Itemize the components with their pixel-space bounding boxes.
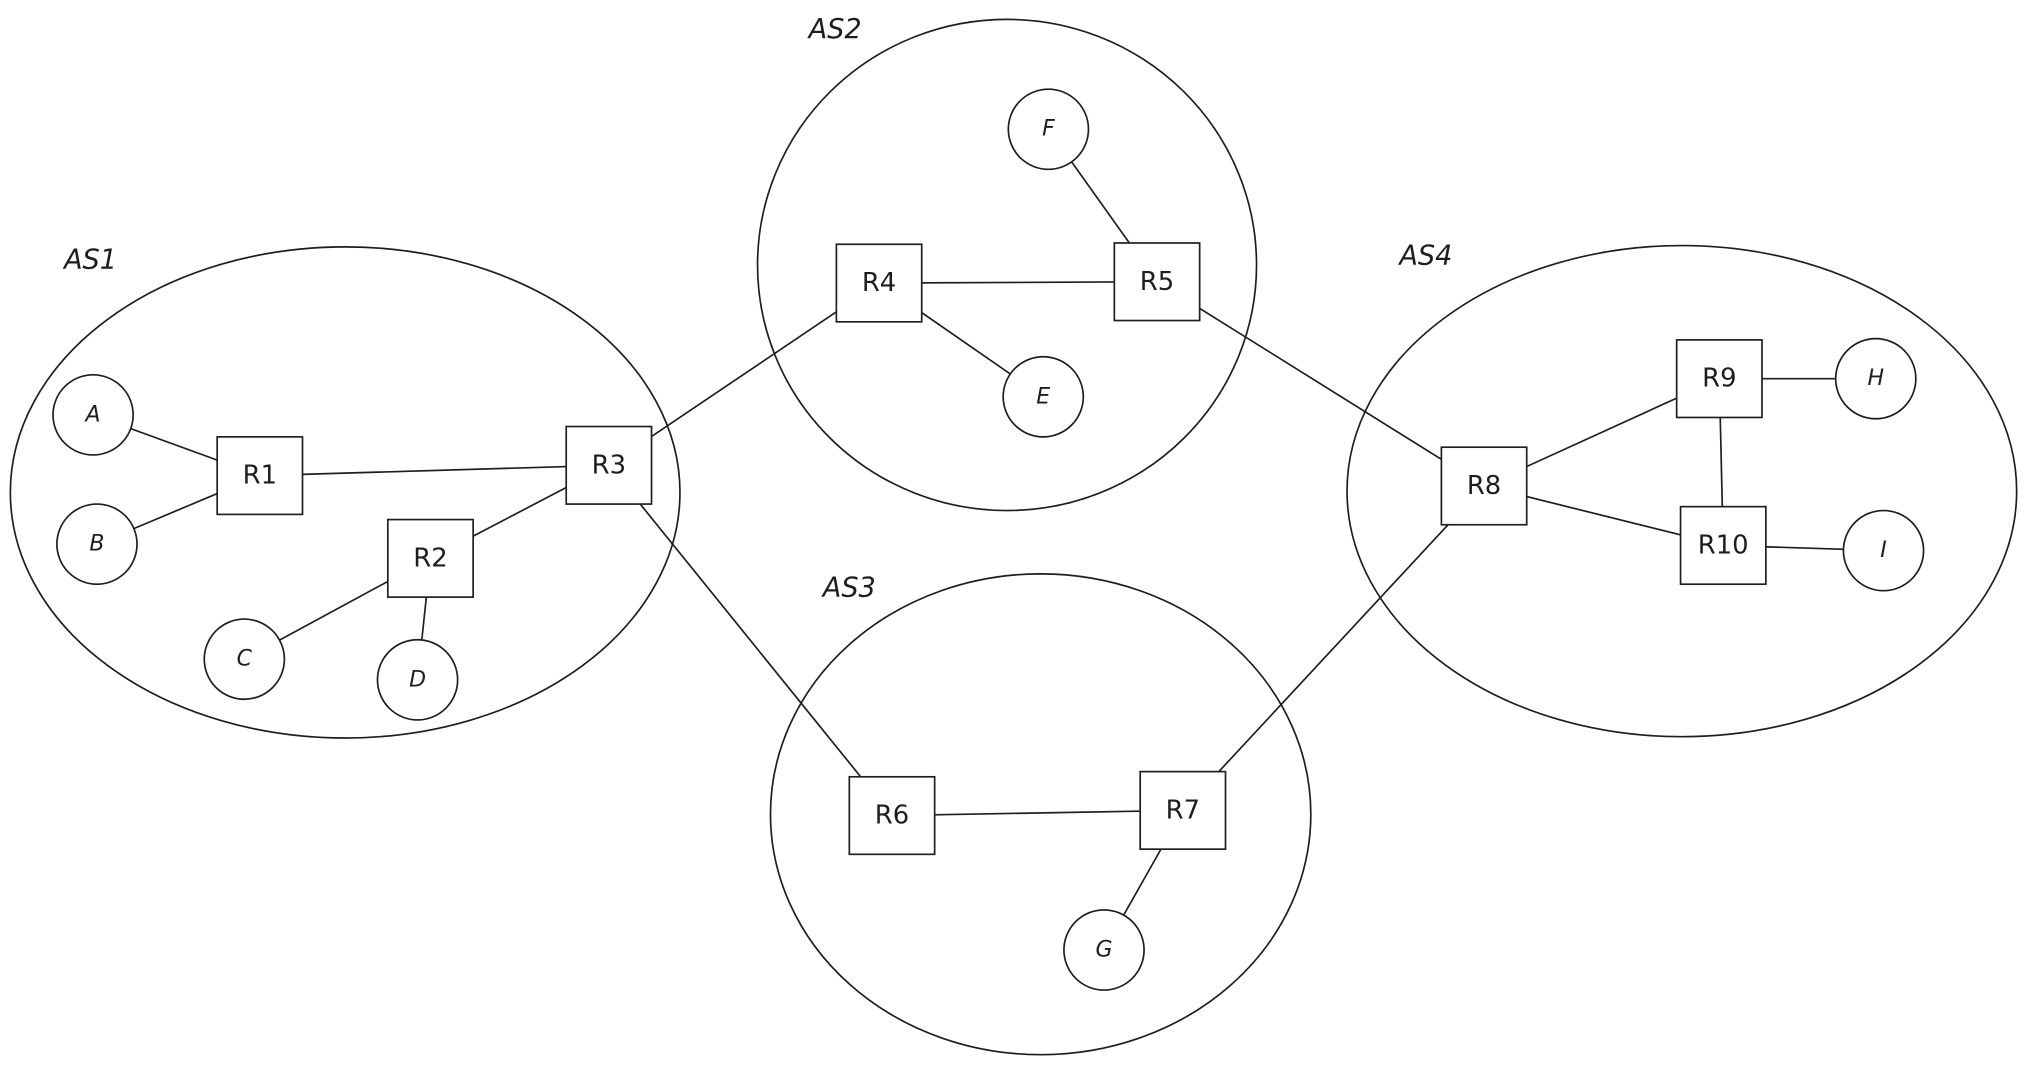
router-r7[interactable]: R7 xyxy=(1139,770,1227,850)
router-r10[interactable]: R10 xyxy=(1679,505,1767,586)
host-label: I xyxy=(1880,538,1886,563)
host-f[interactable]: F xyxy=(1007,88,1090,171)
as-boundary-ellipse xyxy=(9,246,681,739)
router-icon xyxy=(386,518,474,598)
router-icon xyxy=(216,436,304,516)
host-label: H xyxy=(1867,366,1884,391)
host-icon xyxy=(1007,88,1090,171)
link-r4-r5 xyxy=(879,280,1157,284)
host-icon xyxy=(52,373,134,456)
host-icon xyxy=(1063,909,1145,991)
host-label: A xyxy=(84,402,101,427)
link-r1-r3 xyxy=(259,464,609,477)
host-label: D xyxy=(409,667,426,692)
router-r8[interactable]: R8 xyxy=(1440,446,1528,526)
router-icon xyxy=(835,243,923,323)
as-label: AS2 xyxy=(807,14,862,45)
router-label: R8 xyxy=(1467,471,1501,501)
as-label: AS3 xyxy=(821,573,876,604)
router-icon xyxy=(1675,339,1763,419)
host-label: G xyxy=(1095,937,1112,962)
host-b[interactable]: B xyxy=(56,503,138,586)
link-r3-r4 xyxy=(608,282,880,466)
host-h[interactable]: H xyxy=(1834,337,1917,420)
router-label: R4 xyxy=(862,268,896,298)
router-label: R2 xyxy=(413,543,447,573)
router-label: R6 xyxy=(875,801,909,831)
host-label: E xyxy=(1036,384,1050,409)
router-r9[interactable]: R9 xyxy=(1675,339,1763,419)
host-e[interactable]: E xyxy=(1002,355,1085,438)
host-icon xyxy=(376,638,459,721)
link-r5-r8 xyxy=(1156,281,1485,487)
host-g[interactable]: G xyxy=(1063,909,1145,991)
router-icon xyxy=(1139,770,1227,850)
as-boundary-ellipse xyxy=(1346,244,2018,738)
as-boundary-ellipse xyxy=(769,573,1312,1056)
host-i[interactable]: I xyxy=(1842,509,1925,592)
router-icon xyxy=(1113,242,1201,322)
router-label: R10 xyxy=(1698,530,1749,560)
router-r3[interactable]: R3 xyxy=(565,425,653,505)
router-r6[interactable]: R6 xyxy=(848,775,936,856)
host-label: B xyxy=(89,532,104,557)
host-d[interactable]: D xyxy=(376,638,459,721)
host-icon xyxy=(1834,337,1917,420)
as-boundary-ellipse xyxy=(756,18,1258,512)
router-r1[interactable]: R1 xyxy=(216,436,304,516)
router-icon xyxy=(1679,505,1767,586)
host-c[interactable]: C xyxy=(203,618,286,701)
host-label: C xyxy=(237,647,253,672)
router-label: R9 xyxy=(1702,364,1736,394)
host-icon xyxy=(203,618,286,701)
as-region-as2: AS2 xyxy=(756,14,1258,512)
as-label: AS1 xyxy=(62,244,117,275)
host-label: F xyxy=(1042,117,1055,142)
router-r4[interactable]: R4 xyxy=(835,243,923,323)
link-r6-r7 xyxy=(891,809,1183,817)
as-region-as3: AS3 xyxy=(769,573,1312,1056)
router-icon xyxy=(848,775,936,856)
router-icon xyxy=(1440,446,1528,526)
router-icon xyxy=(565,425,653,505)
router-r5[interactable]: R5 xyxy=(1113,242,1201,322)
link-r3-r6 xyxy=(608,464,893,817)
as-region-as4: AS4 xyxy=(1346,240,2018,738)
host-icon xyxy=(1002,355,1085,438)
router-label: R1 xyxy=(243,461,277,491)
as-label: AS4 xyxy=(1397,240,1452,271)
router-r2[interactable]: R2 xyxy=(386,518,474,598)
router-label: R3 xyxy=(592,450,626,480)
router-label: R5 xyxy=(1140,267,1174,297)
router-label: R7 xyxy=(1166,795,1200,825)
link-r7-r8 xyxy=(1182,485,1485,811)
host-icon xyxy=(56,503,138,586)
host-icon xyxy=(1842,509,1925,592)
as-region-as1: AS1 xyxy=(9,244,681,739)
host-a[interactable]: A xyxy=(52,373,134,456)
